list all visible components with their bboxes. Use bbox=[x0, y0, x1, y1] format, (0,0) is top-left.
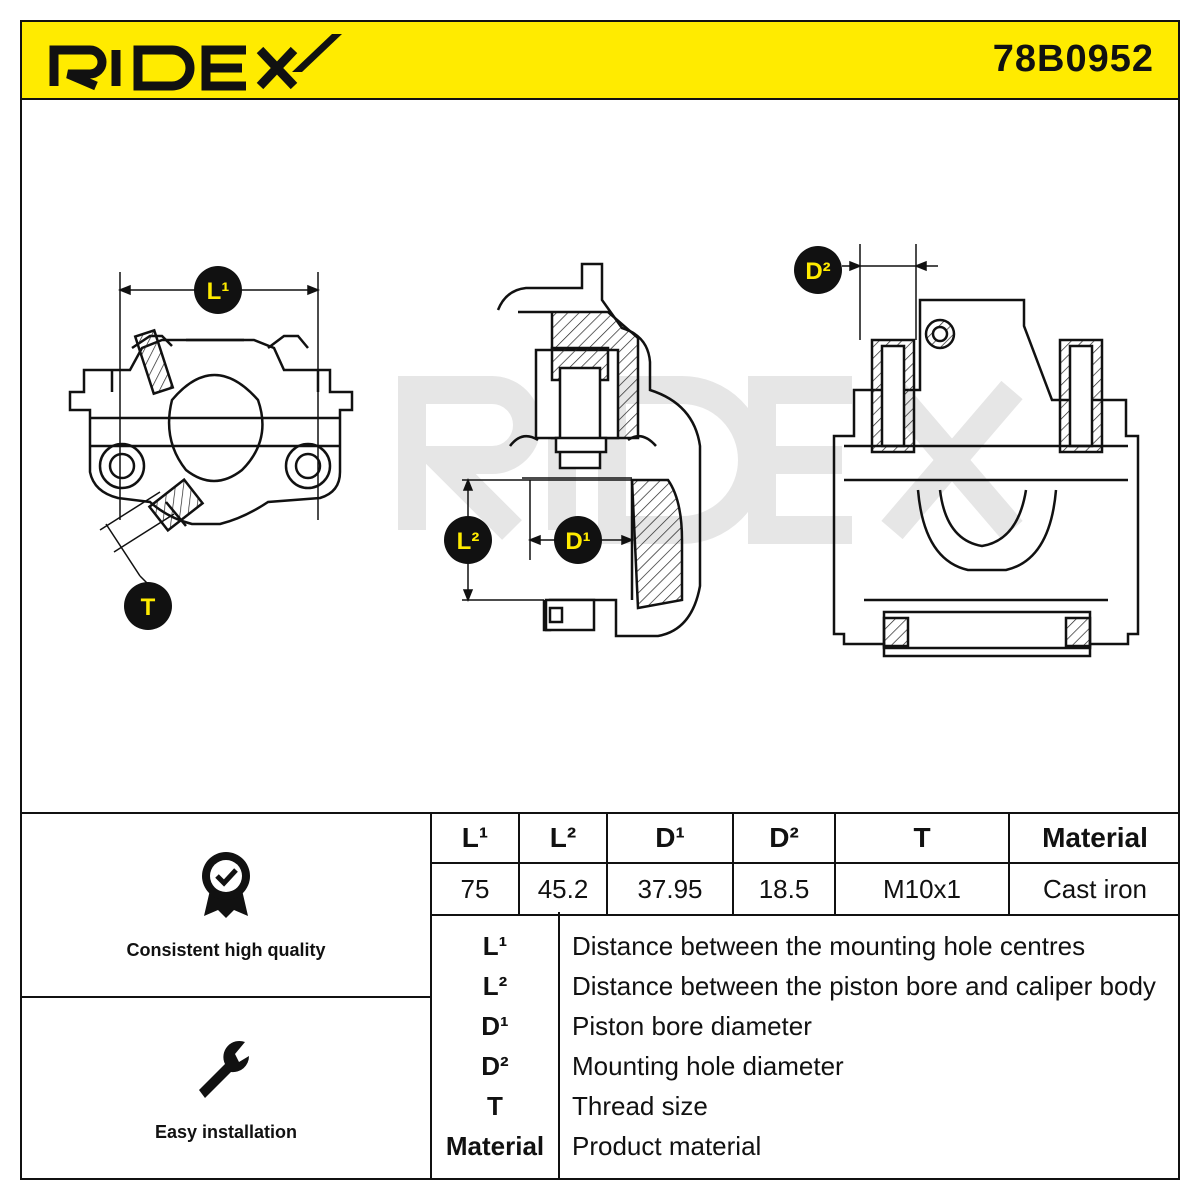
spec-value-row: 75 45.2 37.95 18.5 M10x1 Cast iron bbox=[432, 862, 1180, 916]
spec-value-l1: 75 bbox=[432, 862, 520, 916]
spec-header-l2: L² bbox=[518, 814, 608, 864]
caliper-front-view bbox=[68, 328, 354, 533]
wrench-icon bbox=[199, 1040, 250, 1098]
legend-separator bbox=[558, 912, 560, 1178]
spec-value-d2: 18.5 bbox=[732, 862, 836, 916]
spec-value-l2: 45.2 bbox=[518, 862, 608, 916]
legend-text: Distance between the mounting hole centr… bbox=[572, 931, 1086, 961]
t-badge: T bbox=[124, 582, 172, 630]
spec-header-d2: D² bbox=[732, 814, 836, 864]
column-divider bbox=[430, 812, 432, 1180]
l2-badge: L² bbox=[444, 516, 492, 564]
ridex-logo bbox=[49, 34, 342, 91]
legend-key: Material bbox=[445, 1131, 545, 1161]
legend-key: T bbox=[487, 1091, 503, 1121]
legend-key: L¹ bbox=[482, 931, 508, 961]
legend-key: D² bbox=[481, 1051, 509, 1081]
legend-key: D¹ bbox=[481, 1011, 509, 1041]
l2-d1-dimension-lines bbox=[462, 477, 635, 603]
features-panel: Consistent high quality Easy installatio… bbox=[22, 814, 430, 1180]
legend-text: Mounting hole diameter bbox=[572, 1051, 844, 1081]
spec-table: L¹ L² D¹ D² T Material 75 45.2 37.95 18.… bbox=[432, 814, 1180, 916]
quality-badge-icon bbox=[202, 852, 250, 918]
watermark-logo bbox=[398, 376, 1023, 544]
legend-row: L² Distance between the piston bore and … bbox=[432, 966, 1178, 1006]
legend-row: D¹ Piston bore diameter bbox=[432, 1006, 1178, 1046]
section-divider bbox=[20, 812, 1180, 814]
svg-text:D²: D² bbox=[805, 258, 830, 285]
caliper-technical-drawing: L¹ T L² bbox=[68, 244, 1140, 658]
legend-text: Thread size bbox=[572, 1091, 708, 1121]
spec-value-material: Cast iron bbox=[1008, 862, 1180, 916]
spec-header-material: Material bbox=[1008, 814, 1180, 864]
spec-header-l1: L¹ bbox=[432, 814, 520, 864]
feature-installation-label: Easy installation bbox=[154, 1122, 298, 1142]
caliper-side-view bbox=[832, 298, 1140, 658]
feature-separator bbox=[22, 996, 430, 998]
feature-quality-label: Consistent high quality bbox=[126, 940, 326, 960]
svg-text:L¹: L¹ bbox=[207, 278, 230, 305]
header-banner: 78B0952 bbox=[20, 20, 1180, 100]
svg-text:T: T bbox=[141, 594, 156, 621]
t-dimension-line bbox=[99, 491, 175, 585]
spec-header-d1: D¹ bbox=[606, 814, 734, 864]
spec-value-t: M10x1 bbox=[834, 862, 1010, 916]
dimension-legend: L¹ Distance between the mounting hole ce… bbox=[432, 912, 1178, 1178]
caliper-cross-section bbox=[496, 262, 702, 638]
part-number: 78B0952 bbox=[992, 38, 1154, 80]
legend-text: Distance between the piston bore and cal… bbox=[572, 971, 1156, 1001]
legend-text: Piston bore diameter bbox=[572, 1011, 812, 1041]
spec-value-d1: 37.95 bbox=[606, 862, 734, 916]
spec-header-row: L¹ L² D¹ D² T Material bbox=[432, 814, 1180, 864]
legend-row: Material Product material bbox=[432, 1126, 1178, 1166]
feature-quality bbox=[22, 850, 430, 925]
legend-row: T Thread size bbox=[432, 1086, 1178, 1126]
legend-row: D² Mounting hole diameter bbox=[432, 1046, 1178, 1086]
l1-badge: L¹ bbox=[194, 266, 242, 314]
legend-row: L¹ Distance between the mounting hole ce… bbox=[432, 926, 1178, 966]
d2-badge: D² bbox=[794, 246, 842, 294]
d2-dimension-line bbox=[842, 244, 938, 340]
legend-text: Product material bbox=[572, 1131, 762, 1161]
spec-header-t: T bbox=[834, 814, 1010, 864]
svg-text:L²: L² bbox=[457, 528, 480, 555]
feature-installation bbox=[22, 1032, 430, 1107]
d1-badge: D¹ bbox=[554, 516, 602, 564]
legend-key: L² bbox=[482, 971, 508, 1001]
svg-text:D¹: D¹ bbox=[565, 528, 590, 555]
